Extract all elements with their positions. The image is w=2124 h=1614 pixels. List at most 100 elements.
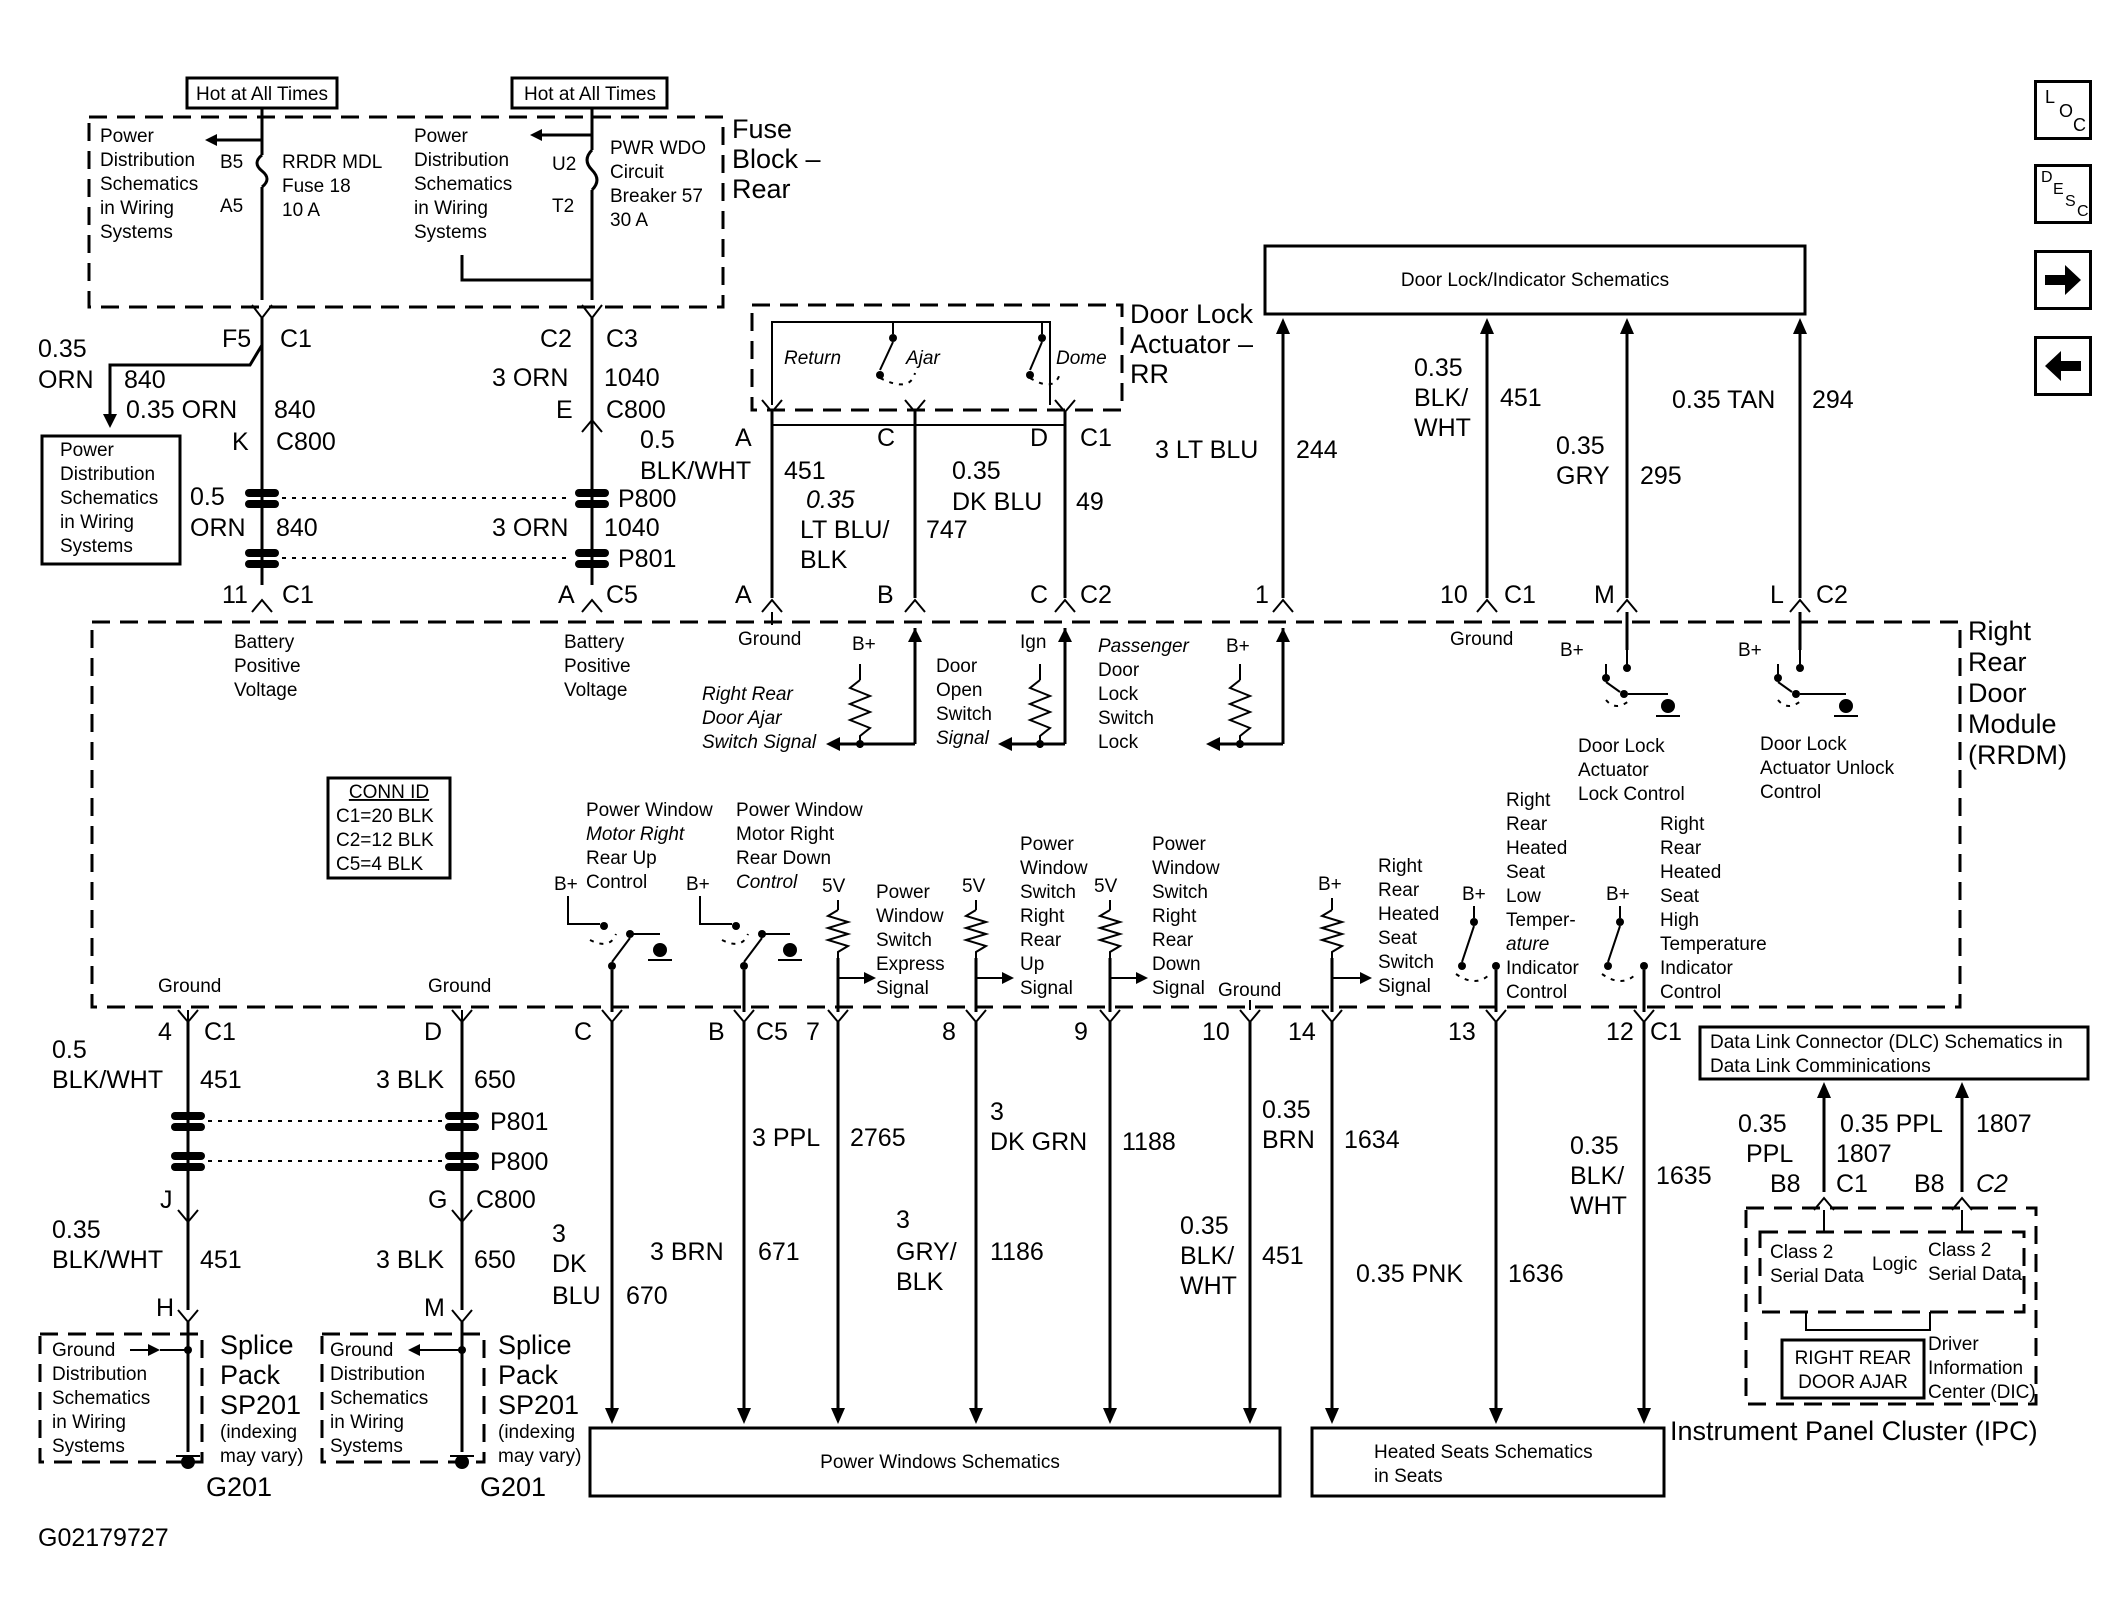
svg-text:BLK/WHT: BLK/WHT <box>52 1066 163 1094</box>
svg-text:B+: B+ <box>686 874 710 895</box>
svg-text:650: 650 <box>474 1066 516 1094</box>
svg-text:1807: 1807 <box>1976 1110 2032 1138</box>
fuse-block-title: Fuse <box>732 114 792 144</box>
next-button[interactable] <box>2034 250 2092 310</box>
svg-text:Positive: Positive <box>234 656 301 677</box>
svg-text:0.35: 0.35 <box>952 457 1001 485</box>
svg-text:Window: Window <box>1152 858 1220 879</box>
svg-text:2765: 2765 <box>850 1124 906 1152</box>
hot-at-all-times-box-2 <box>510 76 669 110</box>
svg-text:Serial Data: Serial Data <box>1770 1266 1864 1287</box>
svg-text:in Wiring: in Wiring <box>330 1412 404 1433</box>
svg-text:451: 451 <box>200 1246 242 1274</box>
svg-text:C1: C1 <box>1836 1170 1868 1198</box>
dlc-box: Data Link Connector (DLC) Schematics in … <box>1698 1025 2090 1081</box>
svg-text:3 ORN: 3 ORN <box>492 514 568 542</box>
svg-text:Splice: Splice <box>498 1330 572 1360</box>
svg-text:Rear: Rear <box>1152 930 1194 951</box>
heated-seat-high-indicator: B+ Right Rear Heated Seat High Temperatu… <box>1601 814 1767 1012</box>
hot-at-all-times-label-2: Hot at All Times <box>524 84 656 105</box>
heated-seat-low-indicator: B+ Right Rear Heated Seat Low Temper- at… <box>1455 790 1580 1012</box>
svg-text:14: 14 <box>1288 1018 1316 1046</box>
svg-text:Power: Power <box>876 882 931 903</box>
svg-text:0.35: 0.35 <box>1556 432 1605 460</box>
splice-pack-1: Ground Distribution Schematics in Wiring… <box>38 1322 303 1502</box>
svg-text:DK BLU: DK BLU <box>952 488 1042 516</box>
svg-text:Serial Data: Serial Data <box>1928 1264 2022 1285</box>
svg-text:Driver: Driver <box>1928 1334 1979 1355</box>
svg-text:Right: Right <box>1378 856 1423 877</box>
svg-text:840: 840 <box>274 396 316 424</box>
svg-text:DOOR AJAR: DOOR AJAR <box>1798 1372 1908 1393</box>
svg-text:0.35: 0.35 <box>1180 1212 1229 1240</box>
svg-text:Temperature: Temperature <box>1660 934 1767 955</box>
svg-text:8: 8 <box>942 1018 956 1046</box>
svg-text:Rear: Rear <box>1660 838 1702 859</box>
svg-text:Data Link Connector (DLC) Sche: Data Link Connector (DLC) Schematics in <box>1710 1032 2063 1053</box>
svg-text:High: High <box>1660 910 1699 931</box>
power-window-up-control: Power Window Motor Right Rear Up Control… <box>554 800 713 1012</box>
prev-button[interactable] <box>2034 336 2092 396</box>
svg-text:Motor Right: Motor Right <box>736 824 835 845</box>
svg-text:Power Windows Schematics: Power Windows Schematics <box>820 1452 1060 1473</box>
svg-text:B+: B+ <box>1318 874 1342 895</box>
svg-text:650: 650 <box>474 1246 516 1274</box>
svg-text:Power Window: Power Window <box>586 800 713 821</box>
svg-text:B+: B+ <box>852 634 876 655</box>
svg-text:3 PPL: 3 PPL <box>752 1124 820 1152</box>
svg-text:Door: Door <box>1098 660 1140 681</box>
svg-text:Switch: Switch <box>1378 952 1434 973</box>
svg-text:Open: Open <box>936 680 982 701</box>
door-ajar-switch-signal: B+ Right Rear Door Ajar Switch Signal <box>702 628 922 753</box>
loc-button[interactable]: L O C <box>2034 80 2092 140</box>
svg-text:1040: 1040 <box>604 364 660 392</box>
svg-text:Rear Down: Rear Down <box>736 848 831 869</box>
svg-text:Signal: Signal <box>1152 978 1205 999</box>
svg-text:C800: C800 <box>476 1186 536 1214</box>
svg-text:may vary): may vary) <box>498 1446 581 1467</box>
svg-text:1636: 1636 <box>1508 1260 1564 1288</box>
svg-text:Power: Power <box>1152 834 1207 855</box>
svg-text:C1: C1 <box>1080 424 1112 452</box>
svg-text:0.35: 0.35 <box>1262 1096 1311 1124</box>
svg-text:Distribution: Distribution <box>414 150 509 171</box>
svg-text:B: B <box>708 1018 725 1046</box>
desc-button[interactable]: D E S C <box>2034 164 2092 224</box>
svg-text:Window: Window <box>1020 858 1088 879</box>
door-lock-actuator-unlock-control: B+ Door Lock Actuator Unlock Control <box>1738 612 1895 803</box>
svg-text:Indicator: Indicator <box>1506 958 1580 979</box>
svg-text:Heated: Heated <box>1660 862 1721 883</box>
bottom-wire-labels: 4 C1 D C B C5 7 8 9 10 14 13 12 C1 <box>158 1018 1682 1046</box>
svg-text:Lock: Lock <box>1098 684 1139 705</box>
svg-text:Right: Right <box>1020 906 1065 927</box>
svg-text:E: E <box>556 396 573 424</box>
svg-text:Control: Control <box>1660 982 1721 1003</box>
svg-text:49: 49 <box>1076 488 1104 516</box>
desc-e: E <box>2053 181 2064 198</box>
svg-text:451: 451 <box>200 1066 242 1094</box>
svg-text:Module: Module <box>1968 709 2057 739</box>
svg-text:Pack: Pack <box>498 1360 559 1390</box>
door-lock-actuator-rr: Door Lock Actuator – RR Return Ajar Dome <box>750 299 1254 412</box>
svg-text:Systems: Systems <box>60 536 133 557</box>
svg-text:Heated Seats Schematics: Heated Seats Schematics <box>1374 1442 1593 1463</box>
svg-text:10 A: 10 A <box>282 200 320 221</box>
svg-text:C2: C2 <box>1816 581 1848 609</box>
svg-text:Door: Door <box>936 656 978 677</box>
svg-text:BLK: BLK <box>800 546 848 574</box>
svg-text:C5: C5 <box>606 581 638 609</box>
svg-text:Voltage: Voltage <box>564 680 627 701</box>
svg-text:840: 840 <box>276 514 318 542</box>
svg-text:Indicator: Indicator <box>1660 958 1734 979</box>
svg-text:Splice: Splice <box>220 1330 294 1360</box>
loc-o: O <box>2059 101 2074 121</box>
svg-text:G201: G201 <box>206 1472 272 1502</box>
power-windows-schematics-box: Power Windows Schematics <box>588 1426 1282 1498</box>
svg-text:Fuse 18: Fuse 18 <box>282 176 351 197</box>
svg-text:RRDR MDL: RRDR MDL <box>282 152 382 173</box>
svg-text:Class 2: Class 2 <box>1770 1242 1833 1263</box>
svg-text:F5: F5 <box>222 325 251 353</box>
svg-text:C1: C1 <box>1504 581 1536 609</box>
power-distribution-ref-3: Power Distribution Schematics in Wiring … <box>40 434 182 566</box>
